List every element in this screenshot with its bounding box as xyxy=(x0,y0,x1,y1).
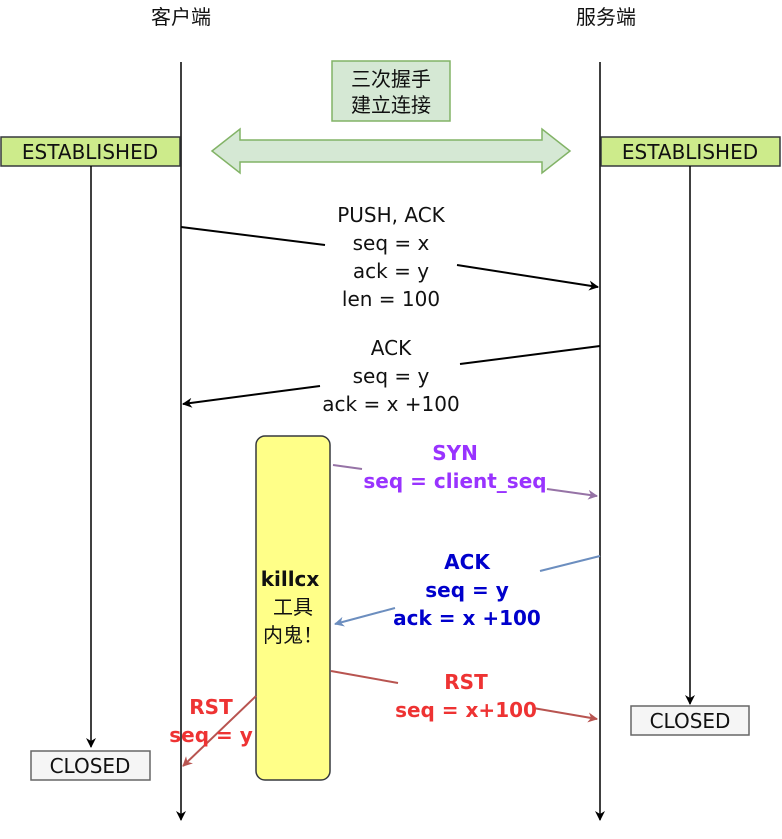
rst-client-arrow xyxy=(182,695,257,767)
handshake-box xyxy=(331,60,451,122)
tool-label-line3: 内鬼！ xyxy=(263,623,323,647)
push-label-line4: len = 100 xyxy=(342,287,440,311)
ack-label-line1: ACK xyxy=(371,336,412,360)
ack2-arrow-end xyxy=(334,607,396,627)
client-closed-box xyxy=(30,750,151,781)
rst-server-arrow-end xyxy=(532,707,598,723)
tool-label-line1: killcx xyxy=(261,567,320,591)
syn-arrow-start xyxy=(332,464,363,470)
server-closed-label: CLOSED xyxy=(650,709,731,733)
ack2-label-line2: seq = y xyxy=(425,578,509,602)
syn-label-line1: SYN xyxy=(432,441,478,465)
ack2-arrow-start xyxy=(539,555,601,572)
rst-server-arrow-start xyxy=(330,670,399,684)
server-established-box xyxy=(600,136,781,167)
server-established-label: ESTABLISHED xyxy=(622,140,758,164)
killcx-tool-box xyxy=(255,435,331,781)
push-arrow-start xyxy=(180,226,326,246)
rst-server-label-line1: RST xyxy=(444,670,488,694)
rst-client-label-line2: seq = y xyxy=(169,723,253,747)
tool-label-line2: 工具 xyxy=(273,595,313,619)
connection-double-arrow xyxy=(210,127,572,175)
ack2-label-line3: ack = x +100 xyxy=(393,606,541,630)
rst-server-label-line2: seq = x+100 xyxy=(395,698,537,722)
push-label-line3: ack = y xyxy=(353,259,429,283)
ack-arrow-start xyxy=(459,345,601,365)
server-header: 服务端 xyxy=(576,5,636,29)
ack-label-line3: ack = x +100 xyxy=(322,392,459,416)
handshake-line1: 三次握手 xyxy=(351,67,431,91)
syn-label-line2: seq = client_seq xyxy=(363,469,546,493)
handshake-line2: 建立连接 xyxy=(351,93,431,117)
client-established-box xyxy=(0,136,181,167)
client-header: 客户端 xyxy=(151,5,211,29)
syn-arrow-end xyxy=(546,488,598,500)
ack-label-line2: seq = y xyxy=(353,364,430,388)
push-arrow-end xyxy=(456,264,599,291)
rst-client-label-line1: RST xyxy=(189,695,233,719)
client-closed-label: CLOSED xyxy=(50,754,131,778)
push-label-line2: seq = x xyxy=(353,231,430,255)
push-label-line1: PUSH, ACK xyxy=(337,203,445,227)
server-closed-box xyxy=(630,705,750,736)
ack-arrow-end xyxy=(182,385,321,408)
ack2-label-line1: ACK xyxy=(444,550,491,574)
client-established-label: ESTABLISHED xyxy=(22,140,158,164)
